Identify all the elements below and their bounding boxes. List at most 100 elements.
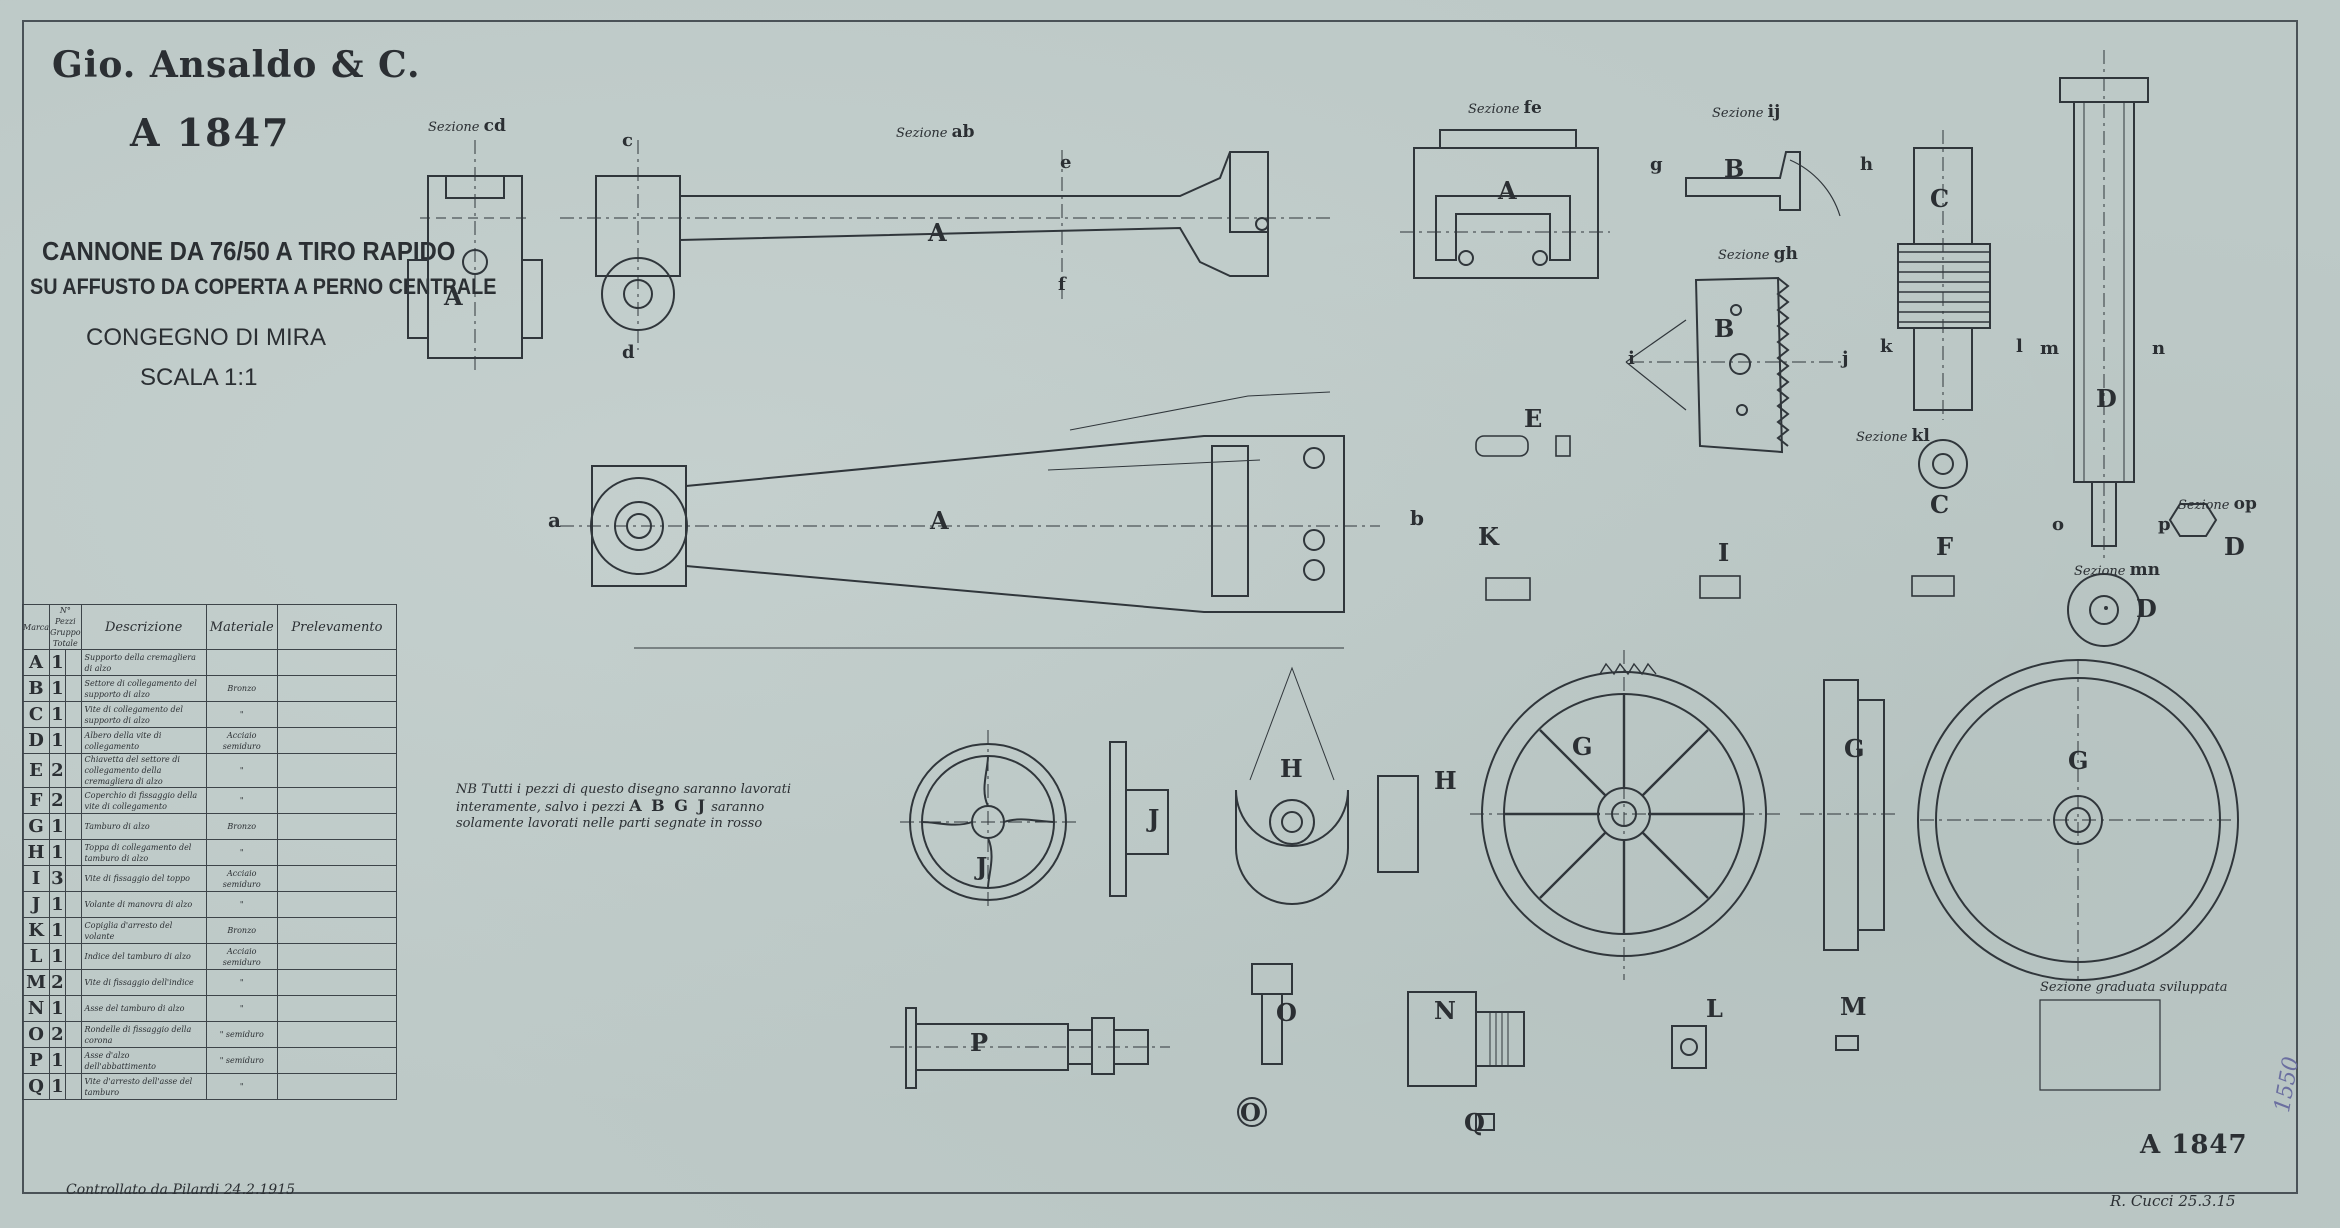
part-g-wheel (1470, 650, 1780, 980)
cell-withdrawal (276, 891, 398, 918)
cell-mark: P (21, 1047, 51, 1074)
cell-mark: H (21, 839, 51, 866)
cell-mark: C (21, 701, 51, 728)
cell-qty-total (64, 727, 82, 754)
cell-withdrawal (276, 995, 398, 1022)
cell-mark: F (21, 787, 51, 814)
drawing-scale: SCALA 1:1 (140, 364, 258, 391)
header-material: Materiale (205, 604, 278, 650)
cell-description: Coperchio di fissaggio della vite di col… (80, 787, 207, 814)
cell-withdrawal (276, 1021, 398, 1048)
caption-section-gh: Sezione gh (1718, 244, 1798, 264)
header-withdrawal: Prelevamento (276, 604, 398, 650)
checked-signature: Controllato da Pilardi 24.2.1915 (66, 1182, 296, 1198)
drawing-number: A 1847 (130, 110, 291, 155)
cell-material: " (205, 753, 278, 788)
cell-withdrawal (276, 727, 398, 754)
ref-d: d (622, 342, 635, 363)
part-o-view (1237, 963, 1293, 1127)
label-L: L (1706, 994, 1723, 1023)
cell-qty: 1 (49, 649, 66, 676)
ref-g: g (1650, 154, 1663, 175)
cell-mark: O (21, 1021, 51, 1048)
cell-description: Indice del tamburo di alzo (80, 943, 207, 970)
part-l-view (1671, 1025, 1707, 1069)
ref-i: i (1628, 348, 1635, 369)
cell-mark: M (21, 969, 51, 996)
cell-qty-total (64, 1021, 82, 1048)
label-B-ij: B (1724, 154, 1745, 183)
header-qty: N° Pezzi Gruppo Totale (49, 604, 82, 650)
cell-qty: 1 (49, 1073, 66, 1100)
cell-description: Toppa di collegamento del tamburo di alz… (80, 839, 207, 866)
label-G-drum: G (2068, 746, 2089, 775)
label-D-mn: D (2136, 594, 2157, 623)
label-N: N (1434, 996, 1456, 1025)
cell-description: Vite di collegamento del supporto di alz… (80, 701, 207, 728)
section-fe-view (1400, 129, 1610, 279)
cell-mark: D (21, 727, 51, 754)
ref-f: f (1058, 274, 1066, 295)
arm-a-plan-view (560, 391, 1380, 649)
label-C-section: C (1930, 490, 1950, 519)
caption-section-fe: Sezione fe (1468, 98, 1542, 118)
cell-description: Vite d'arresto dell'asse del tamburo (80, 1073, 207, 1100)
section-ij-view (1685, 151, 1841, 217)
ref-l: l (2016, 336, 2023, 357)
cell-withdrawal (276, 701, 398, 728)
header-mark: Marca (21, 604, 51, 650)
cell-withdrawal (276, 813, 398, 840)
cell-mark: Q (21, 1073, 51, 1100)
section-mn-op (2104, 503, 2218, 610)
label-H: H (1280, 754, 1303, 783)
label-H-section: H (1434, 766, 1457, 795)
cell-description: Rondelle di fissaggio della corona (80, 1021, 207, 1048)
ref-p: p (2158, 514, 2171, 535)
cell-qty: 1 (49, 1047, 66, 1074)
cell-mark: I (21, 865, 51, 892)
parts-table: Marca N° Pezzi Gruppo Totale Descrizione… (21, 604, 398, 1100)
cell-qty-total (64, 675, 82, 702)
cell-material: " (205, 839, 278, 866)
part-n-view (1407, 991, 1525, 1131)
cell-mark: J (21, 891, 51, 918)
cell-mark: B (21, 675, 51, 702)
cell-description: Tamburo di alzo (80, 813, 207, 840)
cell-mark: K (21, 917, 51, 944)
cell-qty: 1 (49, 675, 66, 702)
label-E: E (1524, 404, 1543, 433)
cell-qty-total (64, 917, 82, 944)
caption-graduated-section: Sezione graduata sviluppata (2040, 980, 2228, 995)
cell-withdrawal (276, 917, 398, 944)
caption-section-mn: Sezione mn (2074, 560, 2160, 580)
ref-e: e (1060, 152, 1072, 173)
cell-description: Settore di collegamento del supporto di … (80, 675, 207, 702)
author-signature: R. Cucci 25.3.15 (2110, 1192, 2236, 1210)
cell-mark: E (21, 753, 51, 788)
part-m-view (1835, 1035, 1859, 1051)
cell-qty: 1 (49, 727, 66, 754)
label-A-section-cd: A (444, 282, 463, 311)
label-M: M (1840, 992, 1867, 1021)
cell-mark: L (21, 943, 51, 970)
cell-qty: 2 (49, 969, 66, 996)
cell-material: Acciaio semiduro (205, 943, 278, 970)
cell-material: " semiduro (205, 1021, 278, 1048)
cell-qty-total (64, 865, 82, 892)
cell-qty: 1 (49, 701, 66, 728)
ref-n: n (2152, 338, 2166, 359)
cell-qty-total (64, 787, 82, 814)
ref-j: j (1842, 348, 1849, 369)
caption-section-ab: Sezione ab (896, 122, 975, 142)
cell-mark: N (21, 995, 51, 1022)
label-G-wheel: G (1572, 732, 1593, 761)
cell-qty: 1 (49, 943, 66, 970)
